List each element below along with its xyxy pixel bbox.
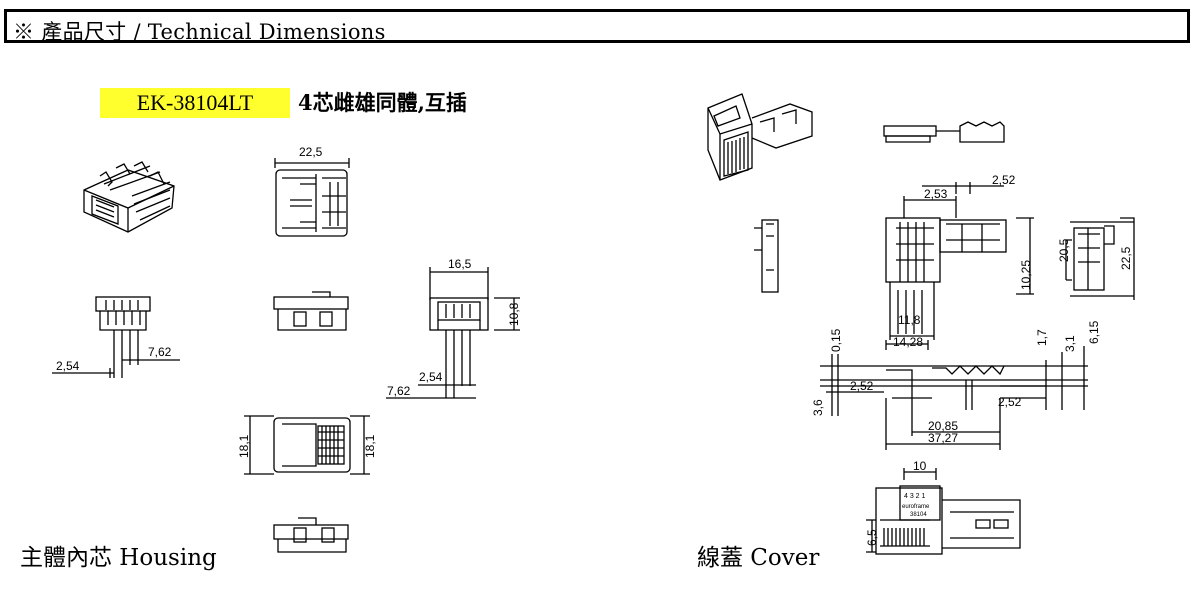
housing-side-view-2: [273, 517, 349, 553]
model-description: 4芯雌雄同體,互插: [298, 90, 467, 115]
dim-label: 7,62: [148, 345, 172, 359]
dim-label: 2,52: [992, 173, 1016, 187]
dim-label: 2,53: [924, 187, 948, 201]
housing-top-view: [274, 158, 350, 237]
dim-label: 18,1: [237, 434, 251, 458]
section-header: ※ 產品尺寸 / Technical Dimensions: [4, 9, 1190, 44]
dim-label: 3,1: [1063, 335, 1077, 352]
dim-label: 20,5: [1057, 238, 1071, 262]
cover-top-profile: [883, 121, 1005, 143]
dim-label: 6,15: [1087, 320, 1101, 344]
dim-label: 37,27: [928, 431, 958, 445]
dim-label: 22,5: [1119, 246, 1133, 270]
dim-label: 20,85: [928, 419, 958, 433]
housing-front-view: [52, 296, 180, 378]
cover-long-side-view: [820, 346, 1088, 450]
cover-front-view: [885, 182, 1034, 350]
dim-label: 2,52: [998, 395, 1022, 409]
dim-label: 2,52: [850, 379, 874, 393]
dim-label: 14,28: [893, 335, 923, 349]
cover-3d-view: [707, 93, 813, 181]
dim-label: 0,15: [829, 328, 843, 352]
dim-label: 11,8: [898, 313, 921, 327]
dim-label: 3,6: [811, 399, 825, 416]
part-marking-number: 38104: [910, 512, 927, 518]
cover-caption: 線蓋 Cover: [697, 545, 820, 571]
model-code: EK-38104LT: [100, 88, 290, 118]
cover-right-view: [1065, 217, 1135, 300]
housing-bottom-view: [244, 415, 370, 475]
section-title: ※ 產品尺寸 / Technical Dimensions: [13, 20, 386, 44]
dim-label: 1,7: [1035, 329, 1049, 346]
housing-3d-view: [83, 161, 175, 233]
dim-label: 18,1: [363, 434, 377, 458]
dim-label: 22,5: [299, 145, 323, 159]
cover-bottom-view: [866, 468, 1021, 555]
dim-label: 10,8: [507, 302, 521, 326]
part-marking-pins: 4 3 2 1: [904, 493, 926, 500]
dim-label: 2,54: [56, 359, 80, 373]
dim-label: 6,5: [865, 529, 879, 546]
dim-label: 2,54: [419, 370, 443, 384]
dim-label: 10: [913, 459, 927, 473]
dim-label: 16,5: [448, 257, 472, 271]
part-marking-brand: euroframe: [902, 504, 930, 510]
dim-label: 7,62: [387, 384, 411, 398]
cover-side-view: [754, 219, 779, 293]
housing-front-view-2: [386, 267, 520, 399]
housing-caption: 主體內芯 Housing: [20, 545, 217, 571]
housing-side-view: [273, 291, 349, 331]
dim-label: 10,25: [1019, 260, 1033, 290]
